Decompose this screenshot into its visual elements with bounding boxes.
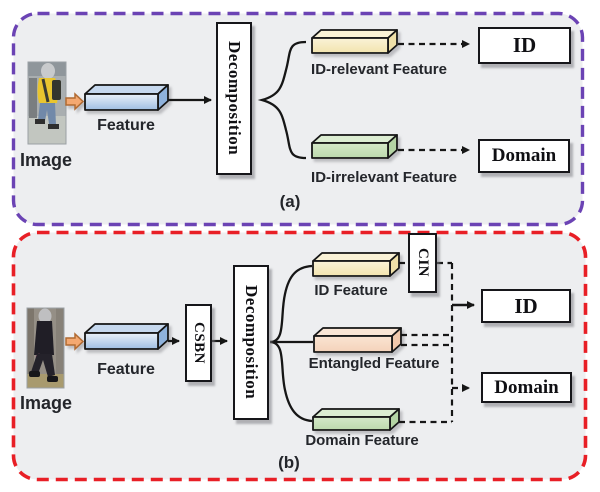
person-photo-a: [27, 61, 67, 145]
feature-label-a: Feature: [97, 117, 155, 134]
feature-bar-b: [84, 323, 169, 350]
entangled-feature-bar: [313, 327, 402, 353]
id-irrelevant-feature-label: ID-irrelevant Feature: [311, 169, 457, 186]
input-arrow-icon-b: [65, 332, 85, 351]
image-label-a: Image: [19, 150, 73, 170]
domain-box-a: Domain: [478, 139, 570, 173]
panel-b-frame: [11, 230, 588, 482]
input-arrow-icon-a: [65, 92, 85, 111]
id-irrelevant-bar: [311, 134, 398, 159]
domain-feature-bar: [312, 408, 400, 431]
domain-box-b: Domain: [481, 372, 572, 403]
csbn-box: CSBN: [185, 304, 212, 382]
feature-bar-a: [84, 84, 169, 111]
person-photo-b: [26, 307, 65, 389]
decomposition-box-a: Decomposition: [216, 22, 252, 175]
image-label-b: Image: [19, 393, 73, 413]
panel-a-frame: [11, 11, 585, 227]
decomposition-box-b: Decomposition: [233, 265, 269, 420]
dashed-routing-b: [399, 261, 470, 424]
id-relevant-bar: [311, 29, 398, 54]
panel-a-tag: (a): [279, 192, 301, 211]
id-feature-bar: [312, 252, 400, 277]
id-feature-label: ID Feature: [314, 282, 388, 299]
split-curves-b: [269, 264, 313, 423]
cin-box: CIN: [408, 233, 437, 293]
id-box-a: ID: [478, 27, 571, 64]
panel-b-tag: (b): [278, 453, 300, 472]
id-box-b: ID: [481, 289, 571, 323]
feature-label-b: Feature: [97, 361, 155, 378]
id-relevant-feature-label: ID-relevant Feature: [311, 61, 447, 78]
entangled-feature-label: Entangled Feature: [308, 355, 440, 372]
domain-feature-label: Domain Feature: [305, 432, 419, 449]
split-brace-a: [257, 40, 307, 160]
